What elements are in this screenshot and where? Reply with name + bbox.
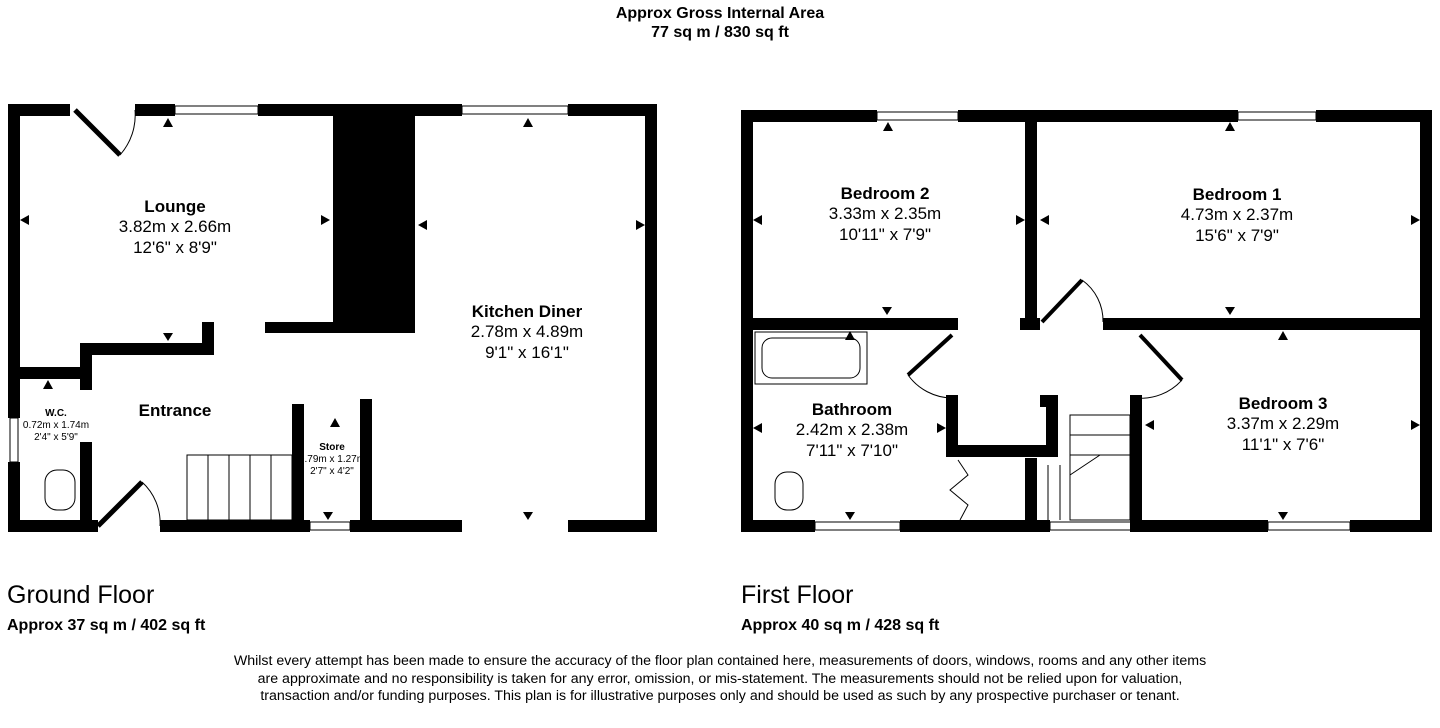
room-imperial: 10'11" x 7'9"	[839, 224, 931, 244]
first-floor-title: First Floor	[741, 581, 854, 609]
room-metric: 3.37m x 2.29m	[1226, 414, 1340, 434]
room-name: Entrance	[138, 401, 212, 420]
room-name: W.C.	[45, 408, 67, 419]
ground-floor-area: Approx 37 sq m / 402 sq ft	[7, 617, 206, 634]
gross-area-value: 77 sq m / 830 sq ft	[651, 24, 789, 41]
room-imperial: 15'6" x 7'9"	[1195, 225, 1279, 245]
room-imperial: 11'1" x 7'6"	[1241, 434, 1325, 454]
room-imperial: 2'7" x 4'2"	[310, 466, 354, 477]
first-floor-walls	[741, 110, 1432, 532]
room-name: Bedroom 2	[840, 184, 930, 203]
room-imperial: 2'4" x 5'9"	[34, 432, 78, 443]
room-name: Bathroom	[811, 400, 893, 419]
room-imperial: 7'11" x 7'10"	[806, 440, 898, 460]
ground-floor-title: Ground Floor	[7, 581, 155, 609]
room-metric: 3.82m x 2.66m	[118, 217, 232, 237]
disclaimer: Whilst every attempt has been made to en…	[233, 653, 1207, 704]
room-metric: 4.73m x 2.37m	[1180, 205, 1294, 225]
room-name: Lounge	[144, 197, 206, 216]
room-metric: 3.33m x 2.35m	[828, 204, 942, 224]
ground-floor-walls	[8, 104, 657, 532]
room-metric: 0.72m x 1.74m	[22, 420, 90, 431]
first-floor-area: Approx 40 sq m / 428 sq ft	[741, 617, 940, 634]
room-imperial: 9'1" x 16'1"	[485, 342, 569, 362]
room-metric: 2.42m x 2.38m	[795, 420, 909, 440]
room-name: Bedroom 3	[1238, 394, 1328, 413]
room-name: Store	[319, 442, 345, 453]
first-floor-windows-doors	[754, 111, 1351, 531]
room-imperial: 12'6" x 8'9"	[133, 237, 217, 257]
room-name: Kitchen Diner	[471, 302, 583, 321]
room-metric: 2.78m x 4.89m	[470, 322, 584, 342]
gross-area-title: Approx Gross Internal Area	[615, 5, 825, 22]
gross-area-header: Approx Gross Internal Area 77 sq m / 830…	[616, 4, 824, 42]
room-metric: 0.79m x 1.27m	[298, 454, 366, 465]
ground-floor-windows-doors	[9, 105, 569, 531]
room-entrance: Entrance	[139, 401, 212, 421]
room-name: Bedroom 1	[1192, 185, 1282, 204]
